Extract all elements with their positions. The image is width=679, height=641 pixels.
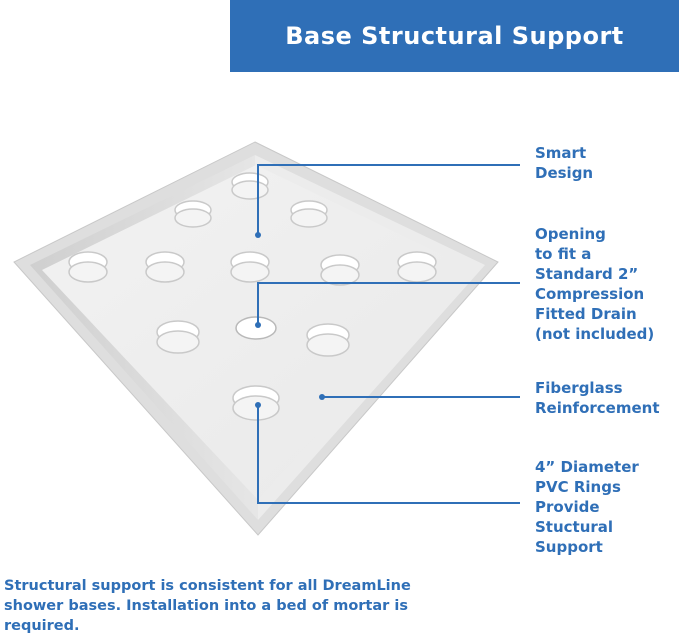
- pvc-ring: [306, 323, 350, 357]
- drain-opening: [235, 316, 277, 340]
- leader-smart-design: [257, 164, 520, 235]
- callout-fiberglass: Fiberglass Reinforcement: [535, 379, 660, 417]
- leader-dot: [255, 322, 261, 328]
- pvc-ring: [290, 200, 328, 228]
- callout-drain-opening: Opening to fit a Standard 2” Compression…: [535, 225, 655, 343]
- leader-dot: [319, 394, 325, 400]
- pvc-ring: [156, 320, 200, 354]
- pvc-ring: [174, 200, 212, 228]
- callout-smart-design: Smart Design: [535, 144, 594, 182]
- shower-base-illustration: [13, 141, 520, 536]
- title-banner: Base Structural Support: [230, 0, 679, 72]
- page-title: Base Structural Support: [285, 22, 624, 50]
- pvc-ring: [397, 251, 437, 283]
- pvc-rings: [68, 172, 437, 421]
- leader-drain: [257, 282, 520, 325]
- pvc-ring: [232, 385, 280, 421]
- pvc-ring: [68, 251, 108, 283]
- leader-pvc-rings: [257, 405, 520, 504]
- footnote: Structural support is consistent for all…: [4, 578, 411, 634]
- leader-dot: [255, 402, 261, 408]
- leader-dot: [255, 232, 261, 238]
- pvc-ring: [320, 254, 360, 286]
- pvc-ring: [230, 251, 270, 283]
- pvc-ring: [231, 172, 269, 200]
- callout-leaders: [257, 164, 520, 504]
- callout-pvc-rings: 4” Diameter PVC Rings Provide Stuctural …: [535, 458, 639, 556]
- pvc-ring: [145, 251, 185, 283]
